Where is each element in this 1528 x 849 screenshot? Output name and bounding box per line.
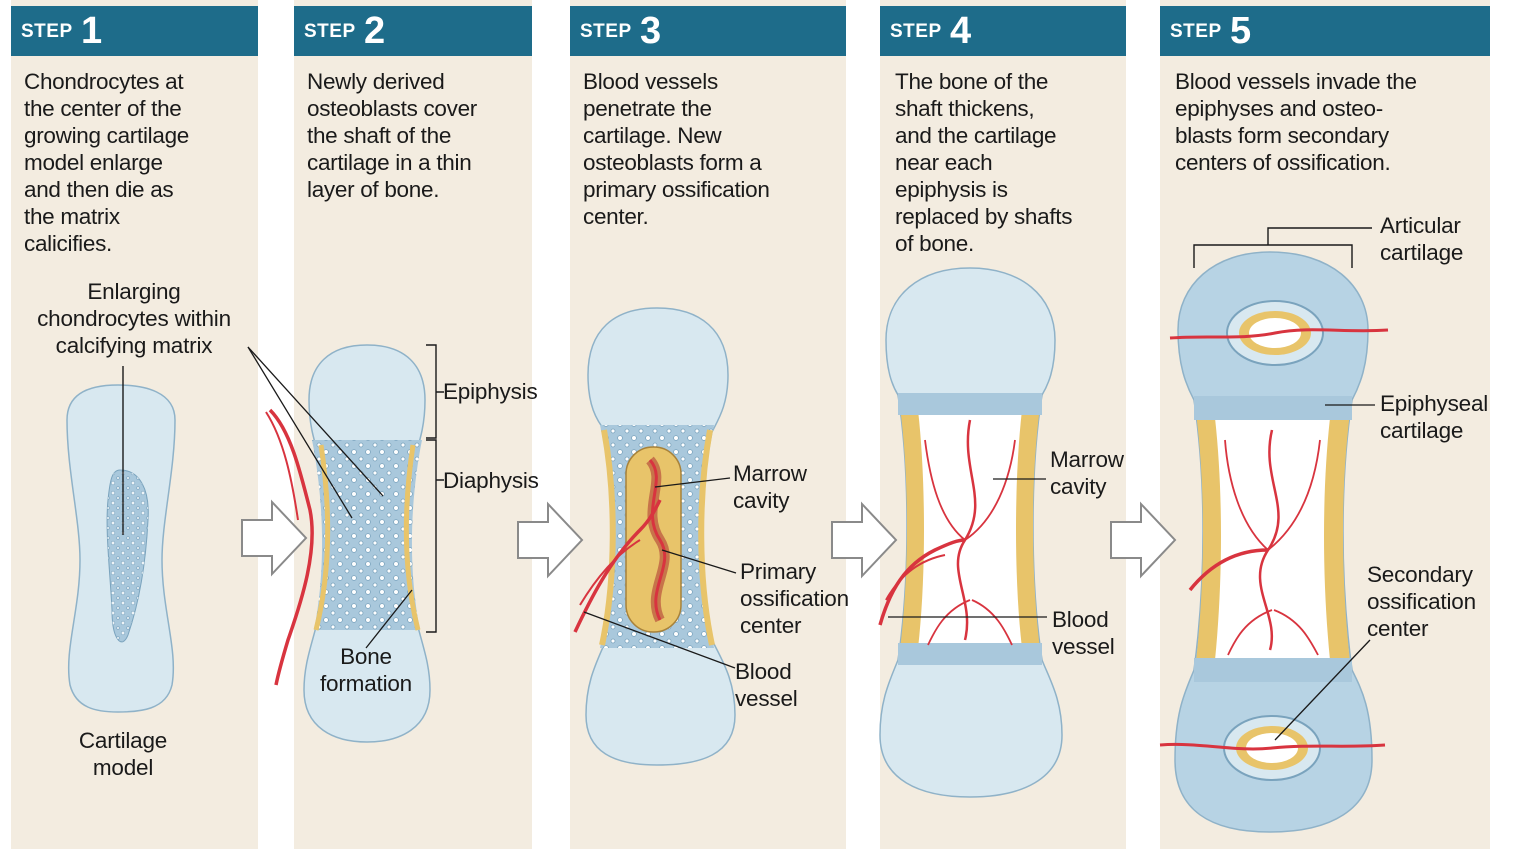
description-line: model enlarge (24, 149, 189, 176)
step-4-bone (880, 268, 1062, 797)
label-line: cavity (1050, 473, 1124, 500)
description-line: growing cartilage (24, 122, 189, 149)
label-marrow-cavity-4: Marrow cavity (1050, 446, 1124, 500)
step-4-description: The bone of the shaft thickens, and the … (895, 68, 1072, 257)
label-line: vessel (735, 685, 798, 712)
description-line: osteoblasts form a (583, 149, 770, 176)
description-line: blasts form secondary (1175, 122, 1417, 149)
label-line: Marrow (733, 460, 807, 487)
description-line: Blood vessels (583, 68, 770, 95)
step-1-description: Chondrocytes at the center of the growin… (24, 68, 189, 257)
label-line: Secondary (1367, 561, 1476, 588)
label-line: Primary (740, 558, 849, 585)
step-3-description: Blood vessels penetrate the cartilage. N… (583, 68, 770, 230)
label-epiphysis: Epiphysis (443, 378, 538, 405)
description-line: near each (895, 149, 1072, 176)
label-line: ossification (740, 585, 849, 612)
description-line: replaced by shafts (895, 203, 1072, 230)
description-line: the matrix (24, 203, 189, 230)
label-line: Articular (1380, 212, 1463, 239)
label-primary-ossification-center: Primary ossification center (740, 558, 849, 639)
description-line: Newly derived (307, 68, 477, 95)
label-line: cartilage (1380, 239, 1463, 266)
description-line: Chondrocytes at (24, 68, 189, 95)
label-marrow-cavity-3: Marrow cavity (733, 460, 807, 514)
label-line: Bone (304, 643, 428, 670)
label-line: Marrow (1050, 446, 1124, 473)
label-line: center (1367, 615, 1476, 642)
label-enlarging-chondrocytes: Enlarging chondrocytes within calcifying… (8, 278, 260, 359)
step-3-bone (575, 308, 736, 765)
description-line: cartilage. New (583, 122, 770, 149)
description-line: the shaft of the (307, 122, 477, 149)
label-epiphyseal-cartilage: Epiphyseal cartilage (1380, 390, 1488, 444)
description-line: layer of bone. (307, 176, 477, 203)
description-line: and then die as (24, 176, 189, 203)
description-line: and the cartilage (895, 122, 1072, 149)
label-blood-vessel-4: Blood vessel (1052, 606, 1115, 660)
step-2-description: Newly derived osteoblasts cover the shaf… (307, 68, 477, 203)
label-line: Diaphysis (443, 467, 539, 494)
label-cartilage-model: Cartilage model (50, 727, 196, 781)
description-line: center. (583, 203, 770, 230)
label-line: Enlarging (8, 278, 260, 305)
label-line: formation (304, 670, 428, 697)
label-line: model (50, 754, 196, 781)
label-line: calcifying matrix (8, 332, 260, 359)
description-line: epiphysis is (895, 176, 1072, 203)
label-blood-vessel-3: Blood vessel (735, 658, 798, 712)
label-line: cavity (733, 487, 807, 514)
label-line: center (740, 612, 849, 639)
label-line: Epiphyseal (1380, 390, 1488, 417)
description-line: the center of the (24, 95, 189, 122)
label-line: cartilage (1380, 417, 1488, 444)
label-bone-formation: Bone formation (304, 643, 428, 697)
description-line: epiphyses and osteo- (1175, 95, 1417, 122)
label-line: vessel (1052, 633, 1115, 660)
step-5-description: Blood vessels invade the epiphyses and o… (1175, 68, 1417, 176)
arrow-icon (1111, 504, 1175, 576)
description-line: Blood vessels invade the (1175, 68, 1417, 95)
description-line: osteoblasts cover (307, 95, 477, 122)
description-line: cartilage in a thin (307, 149, 477, 176)
description-line: of bone. (895, 230, 1072, 257)
cartilage-model (67, 366, 175, 712)
description-line: calicifies. (24, 230, 189, 257)
label-secondary-ossification-center: Secondary ossification center (1367, 561, 1476, 642)
label-articular-cartilage: Articular cartilage (1380, 212, 1463, 266)
label-line: Epiphysis (443, 378, 538, 405)
label-line: Blood (1052, 606, 1115, 633)
label-line: chondrocytes within (8, 305, 260, 332)
description-line: The bone of the (895, 68, 1072, 95)
label-line: Cartilage (50, 727, 196, 754)
arrow-icon (518, 504, 582, 576)
label-line: Blood (735, 658, 798, 685)
description-line: penetrate the (583, 95, 770, 122)
description-line: primary ossification (583, 176, 770, 203)
label-line: ossification (1367, 588, 1476, 615)
description-line: shaft thickens, (895, 95, 1072, 122)
step-5-bone (1160, 228, 1388, 832)
label-diaphysis: Diaphysis (443, 467, 539, 494)
description-line: centers of ossification. (1175, 149, 1417, 176)
